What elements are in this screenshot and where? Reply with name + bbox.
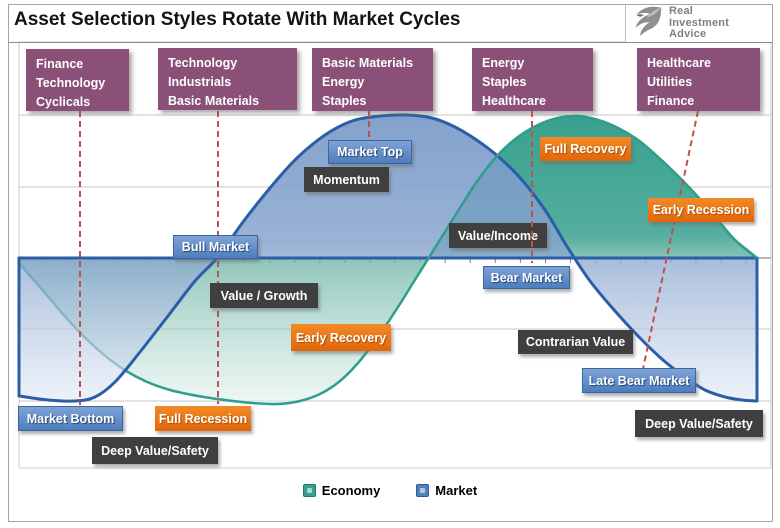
- phase-label: Deep Value/Safety: [635, 410, 763, 437]
- phase-label: Full Recovery: [540, 137, 631, 161]
- phase-label: Momentum: [304, 167, 389, 192]
- legend-item: Market: [416, 483, 477, 498]
- phase-label: Early Recession: [648, 198, 754, 222]
- economy-area: [19, 115, 757, 405]
- page-title: Asset Selection Styles Rotate With Marke…: [14, 9, 461, 30]
- sector-line: Cyclicals: [36, 95, 91, 109]
- market-line: [17, 113, 759, 403]
- eagle-logo-icon: [631, 5, 664, 43]
- sector-line: Basic Materials: [168, 94, 260, 108]
- phase-label: Value/Income: [449, 223, 547, 248]
- title-divider: [8, 42, 772, 43]
- phase-label: Bull Market: [173, 235, 258, 259]
- brand-logo: Real Investment Advice: [625, 5, 772, 42]
- sector-line: Industrials: [168, 75, 232, 89]
- sector-line: Basic Materials: [322, 56, 414, 70]
- legend-swatch-icon: [416, 484, 430, 497]
- legend-label: Market: [435, 483, 478, 498]
- sector-line: Finance: [36, 57, 84, 71]
- brand-line: Real: [669, 5, 694, 18]
- sector-line: Energy: [322, 75, 365, 89]
- phase-label: Late Bear Market: [582, 368, 696, 393]
- sector-line: Technology: [168, 56, 238, 70]
- brand-name: Real Investment Advice: [669, 6, 729, 41]
- phase-label: Deep Value/Safety: [92, 437, 218, 464]
- sector-line: Technology: [36, 76, 106, 90]
- sector-line: Staples: [322, 94, 367, 108]
- sector-line: Utilities: [647, 75, 693, 89]
- brand-line: Investment: [669, 16, 730, 29]
- phase-label: Market Bottom: [18, 406, 123, 431]
- sector-line: Energy: [482, 56, 525, 70]
- brand-line: Advice: [669, 28, 707, 41]
- phase-label: Bear Market: [483, 266, 570, 289]
- sector-line: Finance: [647, 94, 695, 108]
- legend-label: Economy: [321, 483, 381, 498]
- outer-border: [8, 4, 773, 522]
- phase-label: Early Recovery: [291, 324, 391, 351]
- sector-line: Healthcare: [482, 94, 546, 108]
- red-dashed-guide: [642, 110, 699, 370]
- phase-label: Contrarian Value: [518, 330, 633, 354]
- sector-line: Healthcare: [647, 56, 711, 70]
- sector-line: Staples: [482, 75, 527, 89]
- phase-label: Value / Growth: [210, 283, 318, 308]
- legend-swatch-icon: [302, 484, 316, 497]
- phase-label: Full Recession: [155, 406, 251, 431]
- chart-legend: Economy Market: [0, 483, 780, 498]
- phase-label: Market Top: [328, 140, 412, 164]
- legend-item: Economy: [302, 483, 381, 498]
